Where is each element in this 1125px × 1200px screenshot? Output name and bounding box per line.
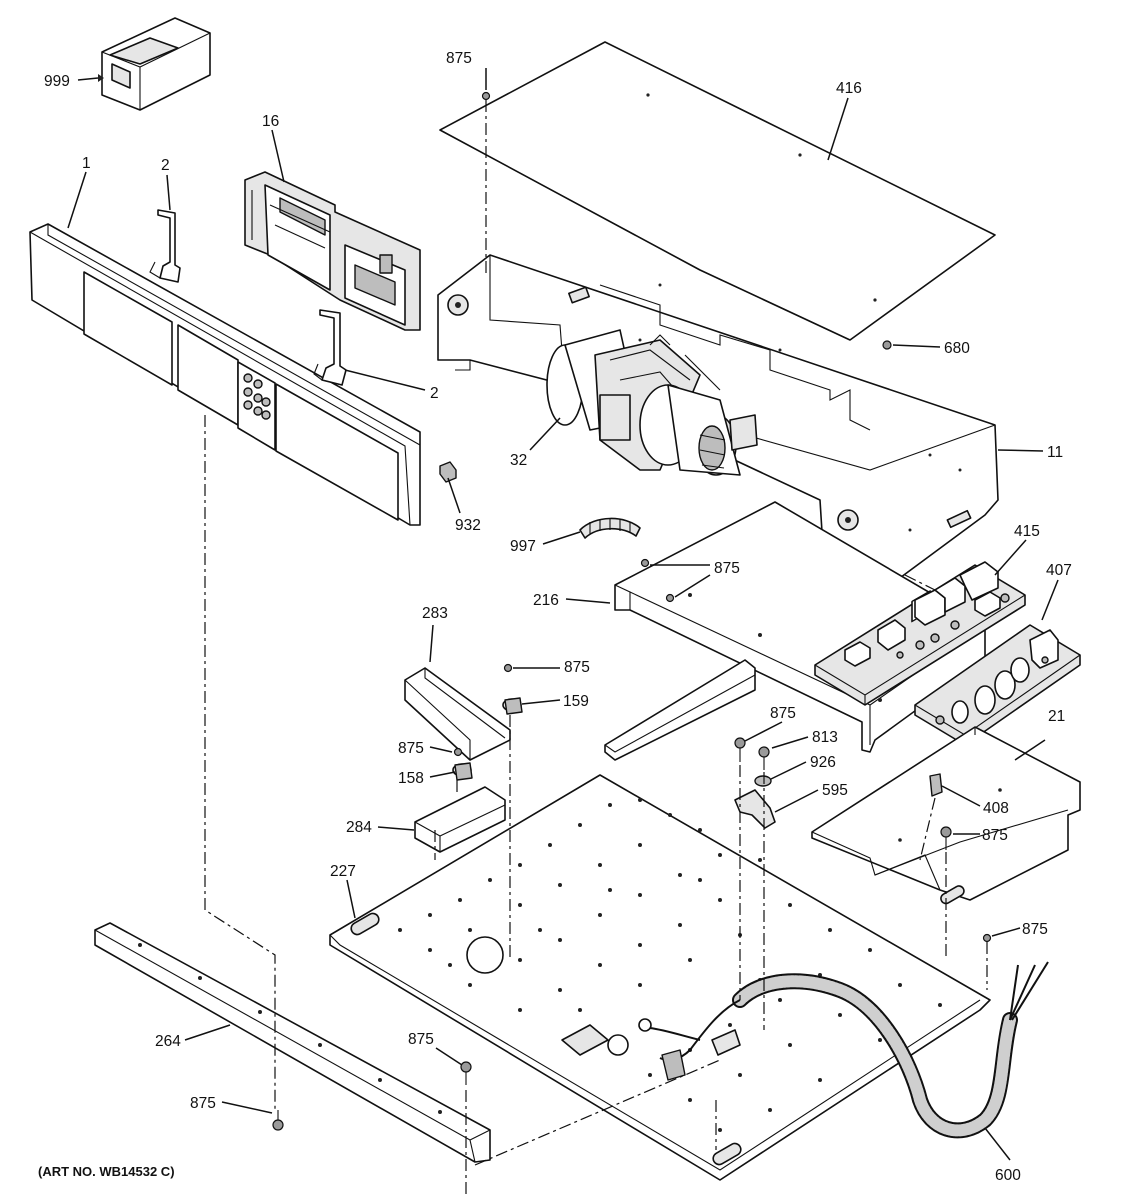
- part-2-bracket-lower[interactable]: [313, 309, 347, 386]
- leader-lines: [67, 68, 1059, 1161]
- callout-227: 227: [330, 863, 356, 880]
- callout-875-158: 875: [398, 740, 424, 757]
- callout-875-top: 875: [446, 50, 472, 67]
- callout-875-right: 875: [1022, 921, 1048, 938]
- callout-595: 595: [822, 782, 848, 799]
- screw-icons: [272, 91, 992, 1131]
- part-926-grommet[interactable]: [754, 775, 772, 787]
- alignment-lines: [204, 100, 988, 1195]
- callout-21: 21: [1048, 708, 1065, 725]
- callout-labels: 999 16 1 2 2 932 875 416 680 32 11 997 8…: [38, 50, 1072, 1184]
- part-997-harness[interactable]: [579, 517, 641, 539]
- callout-158: 158: [398, 770, 424, 787]
- callout-284: 284: [346, 819, 372, 836]
- callout-875-bottom: 875: [408, 1031, 434, 1048]
- part-rail-bracket: [604, 659, 756, 761]
- part-999-box[interactable]: [101, 17, 211, 111]
- callout-875-159: 875: [564, 659, 590, 676]
- callout-32: 32: [510, 452, 527, 469]
- callout-932: 932: [455, 517, 481, 534]
- callout-875-mid: 875: [770, 705, 796, 722]
- part-932-clip[interactable]: [439, 461, 457, 483]
- part-416-top-cover[interactable]: [439, 41, 996, 341]
- part-227-oven-bottom[interactable]: [329, 774, 991, 1181]
- callout-680: 680: [944, 340, 970, 357]
- part-600-power-cord[interactable]: [638, 961, 1049, 1139]
- oven-bottom-holes: [398, 798, 942, 1132]
- callout-283: 283: [422, 605, 448, 622]
- callout-159: 159: [563, 693, 589, 710]
- part-284-bracket[interactable]: [414, 786, 506, 853]
- part-595-bracket[interactable]: [734, 789, 776, 829]
- callout-813: 813: [812, 729, 838, 746]
- part-21-cover-plate[interactable]: [811, 726, 1081, 901]
- callout-408: 408: [983, 800, 1009, 817]
- callout-416: 416: [836, 80, 862, 97]
- callout-16: 16: [262, 113, 279, 130]
- part-415-relay-board[interactable]: [814, 561, 1026, 706]
- part-158-thermostat[interactable]: [452, 762, 473, 781]
- part-264-front-trim[interactable]: [94, 922, 491, 1163]
- callout-875-shelf: 875: [714, 560, 740, 577]
- part-283-bracket[interactable]: [404, 667, 511, 761]
- callout-407: 407: [1046, 562, 1072, 579]
- callout-600: 600: [995, 1167, 1021, 1184]
- part-32-fan-motor[interactable]: [546, 329, 758, 476]
- callout-2-upper: 2: [161, 157, 170, 174]
- callout-415: 415: [1014, 523, 1040, 540]
- callout-999: 999: [44, 73, 70, 90]
- callout-11: 11: [1047, 444, 1063, 461]
- callout-997: 997: [510, 538, 536, 555]
- part-1-control-panel[interactable]: [29, 223, 421, 526]
- callout-875-left: 875: [190, 1095, 216, 1112]
- callout-1: 1: [82, 155, 91, 172]
- callout-926: 926: [810, 754, 836, 771]
- callout-875-408: 875: [982, 827, 1008, 844]
- part-16-electronic-control[interactable]: [244, 171, 421, 331]
- callout-216: 216: [533, 592, 559, 609]
- callout-264: 264: [155, 1033, 181, 1050]
- art-number: (ART NO. WB14532 C): [38, 1164, 175, 1179]
- callout-2-lower: 2: [430, 385, 439, 402]
- part-407-power-board[interactable]: [914, 624, 1081, 746]
- part-159-thermostat[interactable]: [502, 697, 523, 715]
- part-2-bracket-upper[interactable]: [149, 209, 181, 283]
